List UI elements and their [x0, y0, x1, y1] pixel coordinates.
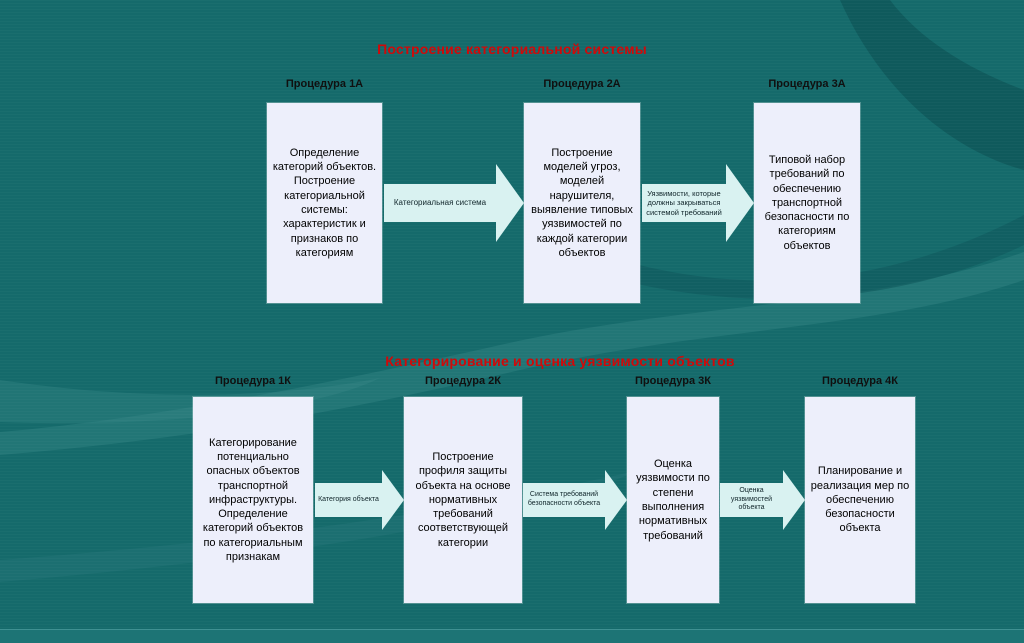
procedure-box-1k: Категорирование потенциально опасных объ… [193, 397, 313, 603]
procedure-header-2a: Процедура 2А [543, 78, 621, 90]
arrow-right-icon [496, 164, 524, 242]
arrow-2k-to-3k-label: Система требований безопасности объекта [523, 483, 605, 517]
section-title-top: Построение категориальной системы [377, 41, 647, 57]
procedure-box-2a-text: Построение моделей угроз, моделей наруши… [531, 146, 633, 259]
arrow-1a-to-2a-label: Категориальная система [384, 184, 496, 222]
arrow-right-icon [605, 470, 627, 530]
procedure-header-1k: Процедура 1К [214, 375, 292, 387]
arrow-right-icon [783, 470, 805, 530]
procedure-box-2k-text: Построение профиля защиты объекта на осн… [415, 450, 511, 549]
arrow-1k-to-2k: Категория объекта [315, 470, 404, 530]
procedure-box-1a-text: Определение категорий объектов. Построен… [272, 146, 377, 259]
arrow-1a-to-2a: Категориальная система [384, 164, 524, 242]
procedure-box-3k: Оценка уязвимости по степени выполнения … [627, 397, 719, 603]
procedure-box-2a: Построение моделей угроз, моделей наруши… [524, 103, 640, 303]
procedure-box-3a: Типовой набор требований по обеспечению … [754, 103, 860, 303]
arrow-1k-to-2k-label: Категория объекта [315, 483, 382, 517]
procedure-box-3a-text: Типовой набор требований по обеспечению … [764, 153, 850, 252]
arrow-3k-to-4k: Оценка уязвимостей объекта [720, 470, 805, 530]
procedure-box-1a: Определение категорий объектов. Построен… [267, 103, 382, 303]
arrow-2a-to-3a-label: Уязвимости, которые должны закрываться с… [642, 184, 726, 222]
bottom-accent-bar [0, 629, 1024, 643]
procedure-box-4k: Планирование и реализация мер по обеспеч… [805, 397, 915, 603]
procedure-header-1a: Процедура 1А [285, 78, 364, 90]
procedure-box-4k-text: Планирование и реализация мер по обеспеч… [810, 465, 910, 535]
procedure-box-2k: Построение профиля защиты объекта на осн… [404, 397, 522, 603]
procedure-header-4k: Процедура 4К [821, 375, 899, 387]
arrow-2k-to-3k: Система требований безопасности объекта [523, 470, 627, 530]
arrow-right-icon [726, 164, 754, 242]
arrow-2a-to-3a: Уязвимости, которые должны закрываться с… [642, 164, 754, 242]
section-title-bottom: Категорирование и оценка уязвимости объе… [385, 353, 735, 369]
procedure-header-3a: Процедура 3А [768, 78, 846, 90]
procedure-box-1k-text: Категорирование потенциально опасных объ… [202, 436, 304, 564]
procedure-header-3k: Процедура 3К [634, 375, 712, 387]
procedure-box-3k-text: Оценка уязвимости по степени выполнения … [636, 458, 710, 542]
arrow-3k-to-4k-label: Оценка уязвимостей объекта [720, 483, 783, 517]
arrow-right-icon [382, 470, 404, 530]
procedure-header-2k: Процедура 2К [424, 375, 502, 387]
